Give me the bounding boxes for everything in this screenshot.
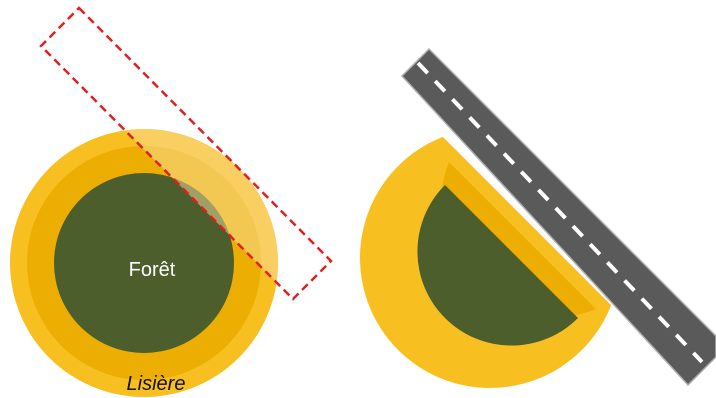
edge-label: Lisière (127, 373, 186, 395)
road-icon (400, 47, 716, 387)
left-forest-core (54, 173, 234, 353)
clearing-dashed-frame (39, 6, 333, 301)
left-panel: Forêt Lisière (10, 6, 333, 397)
right-panel (360, 47, 716, 388)
road-center-marking (416, 61, 704, 364)
forest-label: Forêt (129, 259, 176, 281)
road-surface (400, 47, 716, 387)
right-forest-remnant (417, 185, 578, 346)
